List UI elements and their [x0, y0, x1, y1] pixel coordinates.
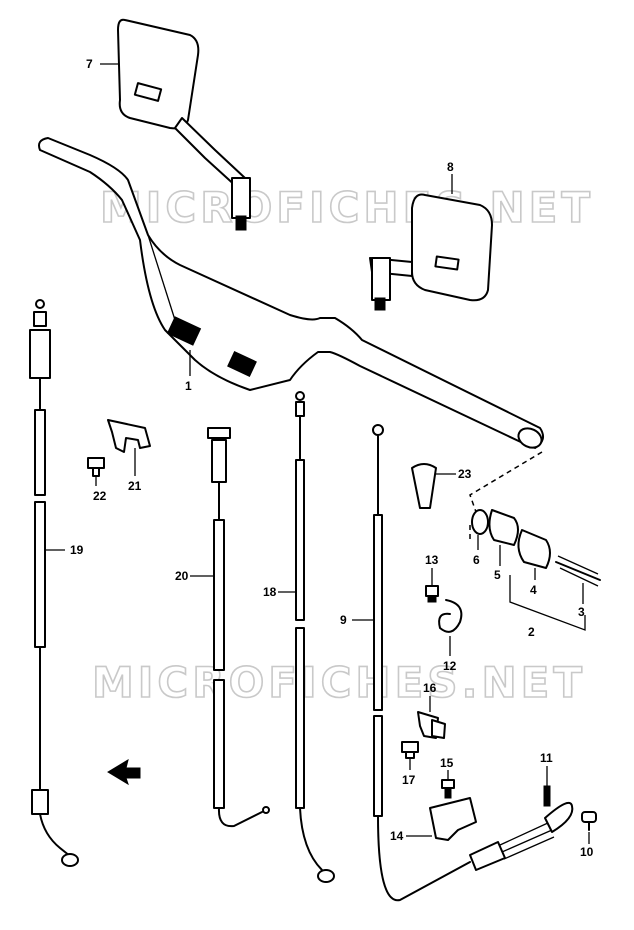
- watermark-bottom: MICROFICHES.NET: [92, 658, 586, 707]
- callout-20: 20: [175, 569, 214, 583]
- handlebar: [38, 137, 545, 449]
- callout-19: 19: [45, 543, 84, 557]
- screw-17: [401, 741, 419, 759]
- svg-text:9: 9: [340, 613, 347, 627]
- bracket-21: [107, 419, 151, 453]
- svg-text:12: 12: [443, 659, 457, 673]
- callout-17: 17: [402, 758, 416, 787]
- svg-text:5: 5: [494, 568, 501, 582]
- callout-15: 15: [440, 756, 454, 780]
- callout-10: 10: [580, 832, 594, 859]
- callout-23: 23: [436, 467, 472, 481]
- callout-3: 3: [578, 583, 585, 619]
- cap-23: [411, 463, 437, 509]
- callout-21: 21: [128, 448, 142, 493]
- svg-text:22: 22: [93, 489, 107, 503]
- screw-22: [87, 457, 105, 477]
- svg-text:3: 3: [578, 605, 585, 619]
- callouts: 1 2 3 4 5 6 7 8: [45, 57, 594, 859]
- cable-20: [207, 427, 270, 828]
- callout-7: 7: [86, 57, 118, 71]
- callout-9: 9: [340, 613, 374, 627]
- svg-text:7: 7: [86, 57, 93, 71]
- bracket-16: [417, 711, 446, 739]
- cable-19: [29, 299, 79, 867]
- mirror-left: [117, 18, 251, 231]
- bolt-15: [441, 779, 455, 799]
- watermark-top: MICROFICHES.NET: [100, 183, 594, 232]
- callout-13: 13: [425, 553, 439, 586]
- direction-arrow: [107, 758, 141, 786]
- svg-text:10: 10: [580, 845, 594, 859]
- svg-text:20: 20: [175, 569, 189, 583]
- svg-text:16: 16: [423, 681, 437, 695]
- svg-text:6: 6: [473, 553, 480, 567]
- callout-22: 22: [93, 476, 107, 503]
- callout-2: 2: [509, 575, 586, 639]
- callout-6: 6: [473, 535, 480, 567]
- svg-text:18: 18: [263, 585, 277, 599]
- callout-4: 4: [530, 568, 537, 597]
- callout-11: 11: [540, 751, 553, 786]
- svg-text:19: 19: [70, 543, 84, 557]
- bracket-14: [429, 797, 477, 841]
- mirror-right: [369, 193, 493, 311]
- callout-5: 5: [494, 545, 501, 582]
- svg-text:23: 23: [458, 467, 472, 481]
- svg-text:4: 4: [530, 583, 537, 597]
- svg-text:14: 14: [390, 829, 404, 843]
- screw-10: [581, 811, 597, 831]
- callout-16: 16: [423, 681, 437, 712]
- svg-text:8: 8: [447, 160, 454, 174]
- callout-1: 1: [185, 350, 192, 393]
- dashed-leaders: [469, 451, 543, 540]
- svg-text:1: 1: [185, 379, 192, 393]
- clip-12-13: [425, 585, 463, 633]
- callout-12: 12: [443, 636, 457, 673]
- cable-9: [372, 424, 574, 902]
- callout-18: 18: [263, 585, 296, 599]
- svg-text:2: 2: [528, 625, 535, 639]
- svg-text:13: 13: [425, 553, 439, 567]
- svg-text:15: 15: [440, 756, 454, 770]
- callout-8: 8: [447, 160, 454, 194]
- svg-text:17: 17: [402, 773, 416, 787]
- cable-18: [295, 391, 335, 883]
- svg-text:21: 21: [128, 479, 142, 493]
- cushion-parts: [471, 509, 601, 587]
- callout-14: 14: [390, 829, 432, 843]
- svg-text:11: 11: [540, 751, 553, 765]
